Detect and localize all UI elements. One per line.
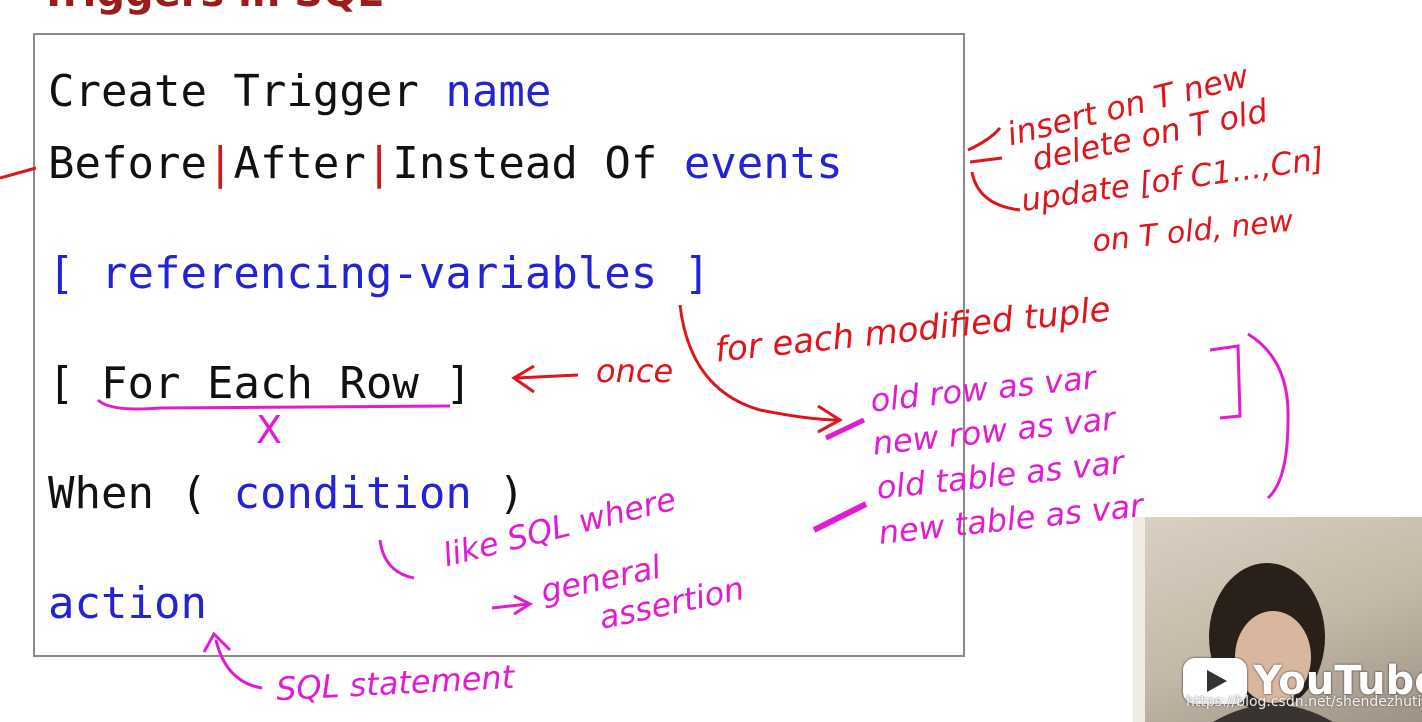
- events-brace-bottom: [970, 171, 1021, 212]
- bracket-open: [: [48, 358, 75, 409]
- for-each-row-keyword: For Each Row: [101, 358, 419, 409]
- slide-title: Triggers in SQL: [40, 0, 383, 16]
- when-keyword: When (: [48, 468, 207, 519]
- youtube-play-icon: [1183, 658, 1247, 704]
- for-each-row-line: [ For Each Row ]: [48, 362, 472, 406]
- events-brace-mid: [969, 156, 1003, 164]
- action-placeholder: action: [48, 578, 207, 629]
- when-close-paren: ): [498, 468, 525, 519]
- blog-watermark: https://blog.csdn.net/shendezhuti: [1186, 694, 1422, 710]
- before-keyword: Before: [48, 138, 207, 189]
- referencing-variables-line: [ referencing-variables ]: [48, 248, 711, 299]
- separator-pipe: |: [365, 138, 393, 189]
- create-trigger-line: Create Trigger name: [48, 70, 551, 114]
- events-placeholder: events: [683, 138, 843, 189]
- sql-statement-annotation: SQL statement: [275, 657, 516, 709]
- events-brace-top: [967, 127, 1002, 152]
- timing-line: Before|After|Instead Of events: [48, 142, 843, 186]
- youtube-logo[interactable]: YouTube: [1183, 658, 1422, 704]
- webcam-video-feed: [1133, 517, 1422, 722]
- update-on-annotation: on T old, new: [1090, 203, 1295, 260]
- after-keyword: After: [233, 138, 366, 189]
- x-mark-annotation: X: [256, 408, 283, 452]
- separator-pipe: |: [206, 138, 234, 189]
- bracket-close: ]: [445, 358, 472, 409]
- trigger-name-placeholder: name: [445, 66, 552, 117]
- once-annotation: once: [596, 352, 674, 390]
- when-line: When ( condition ): [48, 472, 525, 516]
- vars-paren: [1247, 332, 1290, 500]
- left-tick-mark: [0, 166, 37, 180]
- create-trigger-keyword: Create Trigger: [48, 66, 419, 117]
- condition-placeholder: condition: [233, 468, 472, 519]
- instead-of-keyword: Instead Of: [392, 138, 658, 189]
- row-vars-bracket: [1209, 344, 1242, 420]
- youtube-logo-text: YouTube: [1253, 658, 1422, 704]
